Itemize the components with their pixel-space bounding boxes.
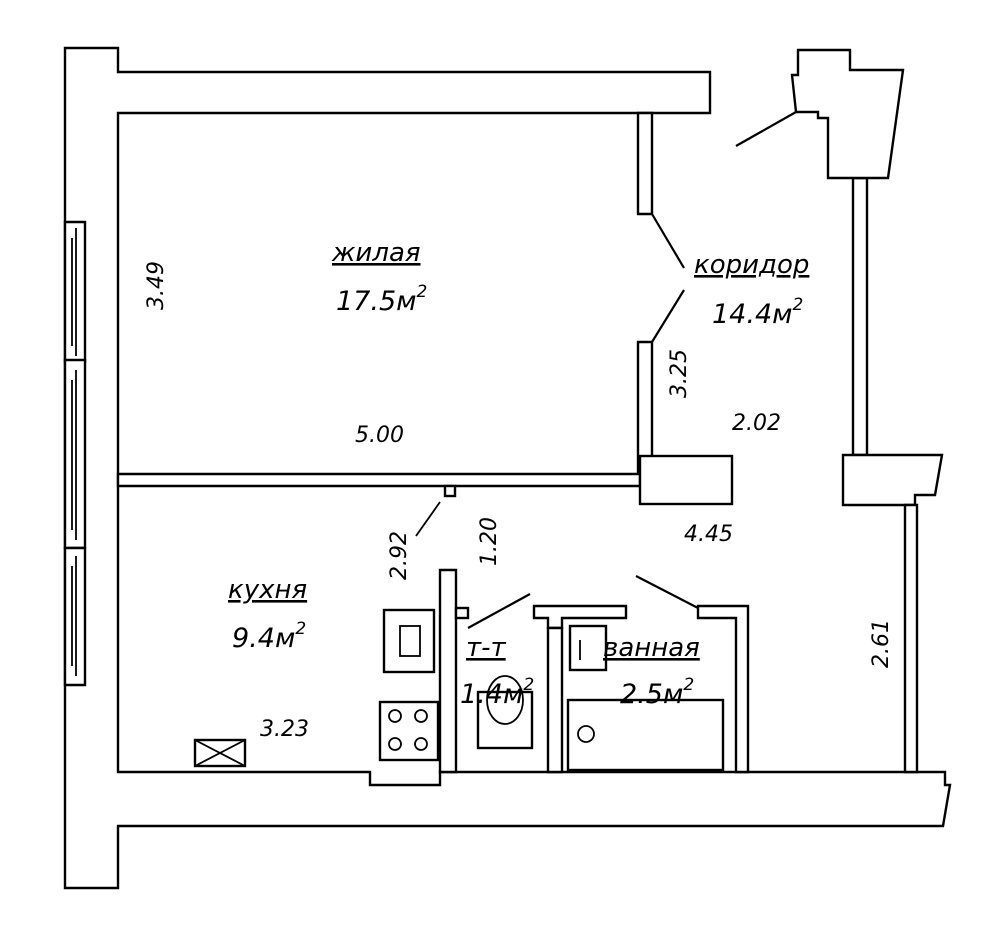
bathtub-drain [577,725,595,743]
bath-top-wall [532,604,628,630]
dim-living-height: 3.49 [144,261,169,310]
bathtub [566,698,725,772]
kitchen-name: кухня [228,575,307,605]
dim-kitchen-depth: 2.92 [387,531,412,580]
toilet-kitchen-wall [438,568,458,774]
entrance-door-leaf [735,111,797,147]
toilet-wall-stub [454,606,470,620]
dim-corridor-height: 3.25 [667,349,692,398]
window-middle [63,358,87,550]
bath-sink [568,624,608,672]
toilet-bowl [486,675,524,725]
window-lower [63,546,87,687]
column-block [638,454,734,506]
kitchen-area: 9.4м2 [232,619,306,654]
toilet-name: т-т [466,633,507,663]
corridor-area: 14.4м2 [712,295,803,330]
right-wall-block [841,453,944,507]
kitchen-sink [382,608,436,674]
dim-living-width: 5.00 [355,423,404,448]
toilet-door-leaf [467,593,531,629]
bathroom-name: ванная [603,633,700,663]
corridor-partition-upper [636,111,654,216]
toilet-area: 1.4м2 [460,675,534,710]
kitchen-stove [378,700,440,762]
dim-corridor-length: 4.45 [684,522,733,547]
partition-stub [443,484,457,498]
living-room-name: жилая [331,238,421,268]
dim-corridor-width: 2.02 [732,411,781,436]
left-exterior-wall [63,46,952,890]
living-room-area: 17.5м2 [336,282,427,317]
living-kitchen-partition [116,472,642,488]
corridor-partition-lower [636,340,654,474]
dim-door-width: 1.20 [477,517,502,566]
bath-door-leaf [635,575,699,609]
bathroom-area: 2.5м2 [620,675,694,710]
dim-kitchen-width: 3.23 [260,717,309,742]
corridor-door-leaf-2 [651,289,685,343]
window-upper [63,220,87,364]
dim-leader [415,501,441,537]
corridor-name: коридор [694,250,809,280]
bath-right-top [696,604,750,774]
corridor-right-wall [851,176,869,457]
entrance-block [790,48,905,180]
dim-hall-depth: 2.61 [869,619,894,668]
toilet-bath-wall [546,626,564,774]
right-lower-wall [903,503,919,774]
corridor-door-leaf [651,213,685,269]
